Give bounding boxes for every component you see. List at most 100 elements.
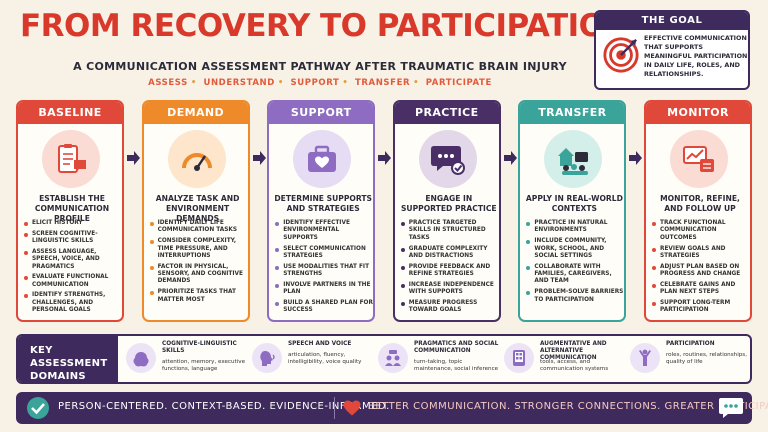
footer-banner: PERSON-CENTERED. CONTEXT-BASED. EVIDENCE… — [16, 392, 768, 424]
head-speaking-icon — [260, 351, 275, 366]
domain-title: COGNITIVE-LINGUISTIC SKILLS — [162, 341, 237, 354]
goal-text: EFFECTIVE COMMUNICATION THAT SUPPORTS ME… — [644, 34, 748, 78]
assessment-domains: KEY ASSESSMENT DOMAINS COGNITIVE-LINGUIS… — [16, 334, 752, 384]
stage-list: PRACTICE TARGETED SKILLS IN STRUCTURED T… — [400, 220, 499, 318]
stage-list-item: FACTOR IN PHYSICAL, SENSORY, AND COGNITI… — [149, 264, 248, 286]
arrow-right-icon — [629, 151, 643, 165]
heart-icon — [343, 400, 361, 416]
domains-label: KEY ASSESSMENT DOMAINS — [18, 336, 118, 382]
goal-label: THE GOAL — [596, 12, 748, 30]
stage-list-item: PRACTICE IN NATURAL ENVIRONMENTS — [526, 220, 624, 235]
speech-bubble-icon — [719, 398, 743, 418]
domain-icon-wrap — [126, 343, 156, 373]
footer-left-text: PERSON-CENTERED. CONTEXT-BASED. EVIDENCE… — [58, 401, 390, 412]
step-label: SUPPORT — [290, 78, 340, 88]
domain-item: AUGMENTATIVE AND ALTERNATIVE COMMUNICATI… — [504, 339, 626, 381]
target-icon — [603, 37, 639, 73]
stage-list-item: IDENTIFY DAILY LIFE COMMUNICATION TASKS — [149, 220, 248, 235]
stage-list-item: GRADUATE COMPLEXITY AND DISTRACTIONS — [400, 246, 499, 261]
stage-list-item: SELECT COMMUNICATION STRATEGIES — [275, 246, 373, 261]
footer-right-text: BETTER COMMUNICATION. STRONGER CONNECTIO… — [368, 401, 768, 412]
domain-item: PARTICIPATION roles, routines, relations… — [630, 339, 750, 381]
stage-list-item: REVIEW GOALS AND STRATEGIES — [652, 246, 750, 261]
stage-list: ELICIT HISTORY SCREEN COGNITIVE-LINGUISTI… — [24, 220, 122, 318]
stage-title: MONITOR — [646, 102, 750, 124]
stage-list-item: PRIORITIZE TASKS THAT MATTER MOST — [149, 289, 248, 304]
stage-heading: ENGAGE IN SUPPORTED PRACTICE — [400, 194, 497, 213]
chat-check-icon — [430, 146, 465, 175]
toolkit-icon — [308, 145, 337, 172]
person-raised-icon — [639, 349, 651, 366]
stage-list-item: MEASURE PROGRESS TOWARD GOALS — [400, 300, 499, 315]
domain-item: SPEECH AND VOICE articulation, fluency, … — [252, 339, 374, 381]
stage-card-monitor: MONITOR MONITOR, REFINE, AND FOLLOW UP T… — [644, 100, 752, 322]
step-label: TRANSFER — [355, 78, 411, 88]
stage-title: SUPPORT — [269, 102, 374, 124]
arrow-right-icon — [503, 151, 517, 165]
domain-description: roles, routines, relationships, quality … — [666, 352, 747, 365]
stage-list-item: TRACK FUNCTIONAL COMMUNICATION OUTCOMES — [652, 220, 750, 242]
stage-title: TRANSFER — [520, 102, 625, 124]
tablet-icon — [513, 350, 525, 366]
stage-card-support: SUPPORT DETERMINE SUPPORTS AND STRATEGIE… — [267, 100, 376, 322]
stage-icon-wrap — [167, 130, 226, 188]
stage-card-transfer: TRANSFER APPLY IN REAL-WORLD CONTEXTS PR… — [518, 100, 627, 322]
domain-icon-wrap — [504, 343, 534, 373]
clipboard-chat-icon — [58, 144, 86, 173]
stage-heading: ANALYZE TASK AND ENVIRONMENT DEMANDS — [155, 194, 240, 223]
stage-list: TRACK FUNCTIONAL COMMUNICATION OUTCOMES R… — [652, 220, 750, 318]
stage-list-item: USE MODALITIES THAT FIT STRENGTHS — [275, 264, 373, 279]
domain-icon-wrap — [378, 343, 408, 373]
stage-list-item: ASSESS LANGUAGE, SPEECH, VOICE, AND PRAG… — [24, 249, 122, 271]
domain-description: attention, memory, executive functions, … — [162, 359, 246, 372]
stage-list-item: IDENTIFY STRENGTHS, CHALLENGES, AND PERS… — [24, 292, 122, 314]
stage-list-item: SUPPORT LONG-TERM PARTICIPATION — [652, 300, 750, 315]
stage-list-item: PRACTICE TARGETED SKILLS IN STRUCTURED T… — [400, 220, 499, 242]
stage-list: IDENTIFY EFFECTIVE ENVIRONMENTAL SUPPORT… — [275, 220, 373, 318]
stage-list-item: IDENTIFY EFFECTIVE ENVIRONMENTAL SUPPORT… — [275, 220, 373, 242]
stage-heading: MONITOR, REFINE, AND FOLLOW UP — [660, 194, 740, 213]
brain-icon — [133, 352, 149, 367]
domain-item: PRAGMATICS AND SOCIAL COMMUNICATION turn… — [378, 339, 500, 381]
stage-heading: APPLY IN REAL-WORLD CONTEXTS — [525, 194, 623, 213]
stage-card-demand: DEMAND ANALYZE TASK AND ENVIRONMENT DEMA… — [141, 100, 250, 322]
stage-icon-wrap — [42, 130, 100, 188]
stage-heading: DETERMINE SUPPORTS AND STRATEGIES — [274, 194, 373, 213]
domain-icon-wrap — [630, 343, 660, 373]
step-label: UNDERSTAND — [203, 78, 275, 88]
stage-icon-wrap — [670, 130, 728, 188]
stage-list-item: SCREEN COGNITIVE-LINGUISTIC SKILLS — [24, 231, 122, 246]
stage-list-item: CELEBRATE GAINS AND PLAN NEXT STEPS — [652, 282, 750, 297]
domain-description: articulation, fluency, intelligibility, … — [288, 352, 362, 365]
domain-description: tools, access, and communication systems — [540, 359, 609, 372]
domain-title: PARTICIPATION — [666, 341, 715, 347]
stage-icon-wrap — [418, 130, 477, 188]
domain-title: PRAGMATICS AND SOCIAL COMMUNICATION — [414, 341, 499, 354]
footer-divider — [334, 397, 335, 419]
page-subtitle: A COMMUNICATION ASSESSMENT PATHWAY AFTER… — [73, 60, 567, 73]
stage-list-item: PROBLEM-SOLVE BARRIERS TO PARTICIPATION — [526, 289, 624, 304]
step-label: PARTICIPATE — [425, 78, 492, 88]
stage-icon-wrap — [544, 130, 603, 188]
stage-list-item: ELICIT HISTORY — [24, 220, 122, 227]
stage-list-item: PROVIDE FEEDBACK AND REFINE STRATEGIES — [400, 264, 499, 279]
stage-title: BASELINE — [18, 102, 122, 124]
stage-list-item: INVOLVE PARTNERS IN THE PLAN — [275, 282, 373, 297]
domain-item: COGNITIVE-LINGUISTIC SKILLS attention, m… — [126, 339, 248, 381]
stage-list-item: BUILD A SHARED PLAN FOR SUCCESS — [275, 300, 373, 315]
domain-icon-wrap — [252, 343, 282, 373]
domain-title: SPEECH AND VOICE — [288, 341, 352, 347]
page-title: FROM RECOVERY TO PARTICIPATION — [20, 8, 630, 44]
stage-title: DEMAND — [143, 102, 248, 124]
stage-card-baseline: BASELINE ESTABLISH THE COMMUNICATION PRO… — [16, 100, 124, 322]
stage-list-item: COLLABORATE WITH FAMILIES, CAREGIVERS, A… — [526, 264, 624, 286]
stage-icon-wrap — [293, 130, 352, 188]
step-label: ASSESS — [148, 78, 188, 88]
stage-card-practice: PRACTICE ENGAGE IN SUPPORTED PRACTICE PR… — [392, 100, 501, 322]
check-circle-icon — [27, 397, 49, 419]
chart-calendar-icon — [683, 146, 714, 172]
arrow-right-icon — [127, 151, 140, 165]
stage-list-item: EVALUATE FUNCTIONAL COMMUNICATION — [24, 274, 122, 289]
domain-title: AUGMENTATIVE AND ALTERNATIVE COMMUNICATI… — [540, 341, 607, 361]
